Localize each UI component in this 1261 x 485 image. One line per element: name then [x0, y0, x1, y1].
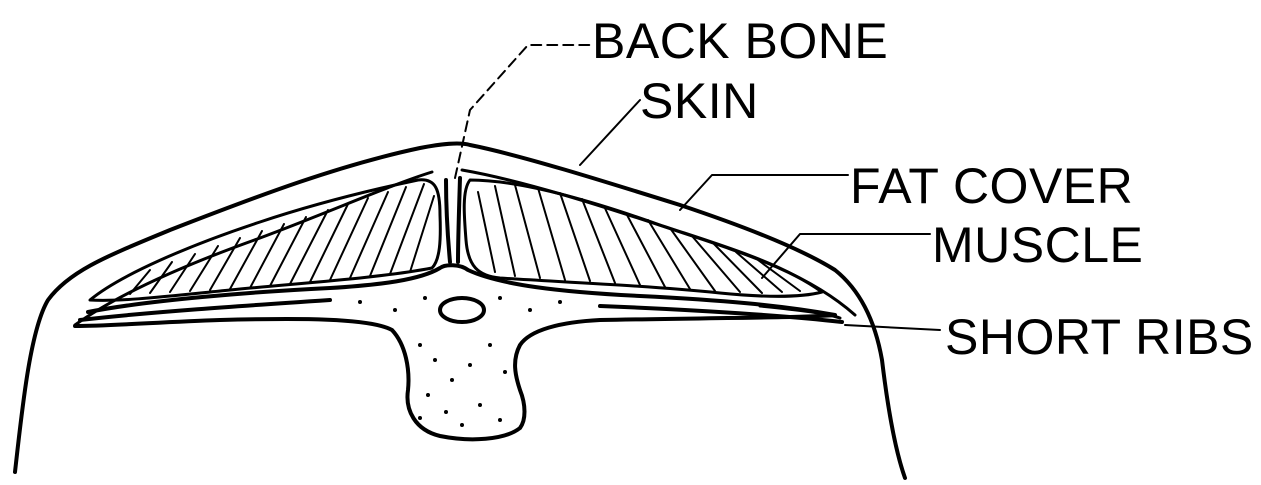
- fat-cover-leader: [680, 175, 848, 210]
- spinous-process: [446, 178, 460, 262]
- label-short-ribs: SHORT RIBS: [945, 309, 1254, 365]
- vertebra: [75, 265, 835, 439]
- fat-inner-right: [462, 170, 855, 315]
- label-back-bone: BACK BONE: [592, 13, 888, 69]
- right-muscle-hatching: [478, 185, 800, 293]
- label-fat-cover: FAT COVER: [850, 158, 1133, 214]
- label-skin: SKIN: [640, 73, 759, 129]
- label-muscle: MUSCLE: [932, 217, 1143, 273]
- short-ribs-leader: [845, 325, 940, 330]
- left-muscle-hatching: [130, 184, 434, 294]
- skin-leader: [580, 100, 640, 165]
- bone-stipple: [358, 296, 562, 427]
- short-ribs-left: [80, 300, 330, 320]
- spinal-canal: [440, 298, 484, 322]
